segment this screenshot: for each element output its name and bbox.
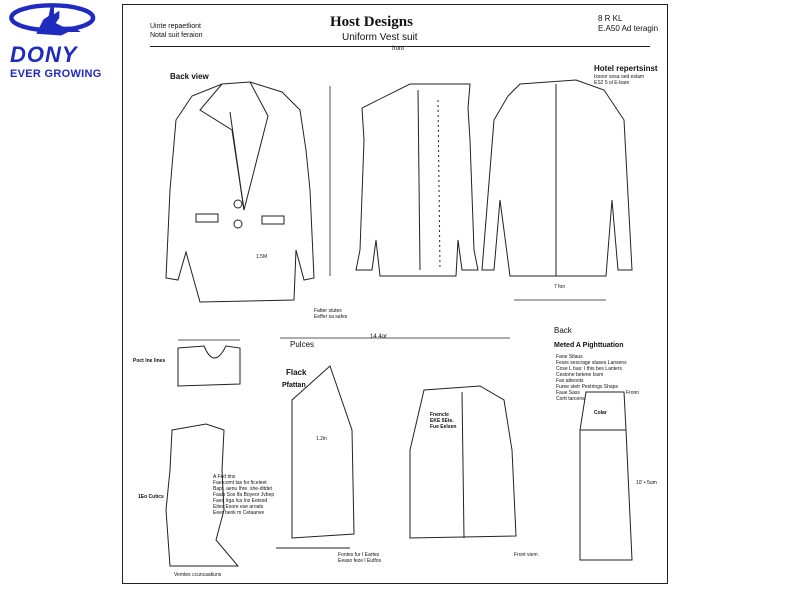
front-view-label: Front viem (514, 552, 538, 558)
jacket-front-drawing (165, 81, 315, 303)
sleeve-length-label: 10' • 5um (636, 480, 657, 486)
sheet-subtitle: Uniform Vest suit (342, 32, 418, 43)
dim-label-4: 1.5M (256, 254, 268, 260)
header-divider (150, 46, 650, 47)
pattern-piece-front (165, 423, 240, 567)
dimension-lines (178, 86, 606, 341)
center-mark: front (392, 46, 405, 52)
method-title: Meted A Pighttuation (554, 342, 624, 349)
dim-label-3: 1.2in (316, 436, 327, 442)
fronn-label: Fronn (626, 390, 640, 396)
pattern-piece-panel (409, 385, 517, 539)
pocket-lines-label: Poct lne lines (133, 358, 166, 364)
hotel-title: Hotel repertsinst (594, 64, 658, 73)
tech-sheet-frame (122, 4, 668, 584)
sheet-title: Host Designs (330, 14, 413, 30)
pattern-piece-yoke (177, 345, 241, 387)
pattern-piece-side (276, 365, 355, 549)
collar-label: Colar (594, 410, 607, 416)
side-cutics-label: 1Eo Cutics (138, 494, 164, 500)
jacket-side-drawing (481, 79, 633, 277)
brand-name: DONY (10, 42, 78, 67)
logo-kangaroo-icon (9, 3, 96, 36)
pattern-piece-sleeve (579, 391, 633, 561)
back-label: Back (554, 326, 572, 335)
brand-tagline: EVER GROWING (10, 68, 102, 80)
dim-label-1: 14 4or (370, 334, 388, 340)
header-left: Uinte repaetliont Notal suit feraion (150, 23, 203, 39)
header-right: 8 R KL E.A50 Ad teragin (598, 14, 659, 33)
pfattan-label: Pfattan (282, 382, 306, 389)
pieces-label: Pulces (290, 340, 315, 349)
jacket-back-drawing (355, 83, 479, 277)
flack-label: Flack (286, 368, 307, 377)
bottom-left-label: Vemtes ccuncaatiuns (174, 572, 222, 578)
dim-label-2: 7 fon (554, 284, 566, 290)
back-view-label: Back view (170, 72, 209, 81)
